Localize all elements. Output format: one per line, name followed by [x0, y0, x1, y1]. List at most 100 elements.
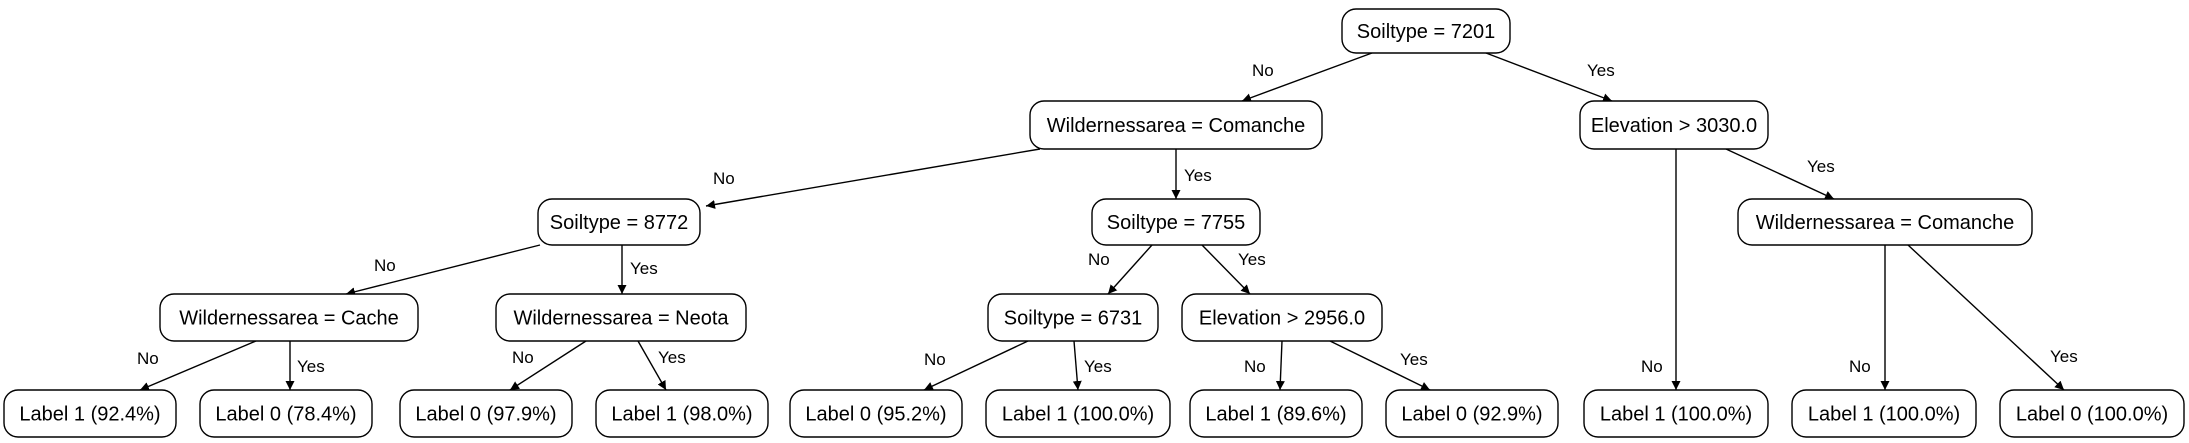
- node-box: [537, 198, 701, 246]
- condition-label: Soiltype = 6731: [1004, 308, 1142, 330]
- edge-label-yes: Yes: [1807, 157, 1835, 176]
- node-box: [1029, 100, 1323, 150]
- edge-arrow: [1725, 148, 1835, 200]
- edge-arrow: [705, 148, 1041, 209]
- decision-node: Wildernessarea = Neota: [495, 293, 747, 342]
- edge-label-yes: Yes: [630, 259, 658, 278]
- edge-label-yes: Yes: [1400, 350, 1428, 369]
- edge-arrow: [345, 244, 541, 297]
- leaf-label: Label 0 (95.2%): [805, 404, 946, 426]
- decision-node: Elevation > 3030.0: [1579, 100, 1769, 150]
- condition-label: Wildernessarea = Comanche: [1756, 212, 2014, 234]
- node-box: [3, 389, 177, 438]
- node-box: [159, 293, 419, 342]
- node-box: [987, 293, 1159, 342]
- leaf-label: Label 0 (100.0%): [2016, 404, 2168, 426]
- edge-label-no: No: [1641, 357, 1663, 376]
- node-box: [1181, 293, 1383, 342]
- leaf-node: Label 1 (100.0%): [985, 389, 1171, 438]
- edge-arrow: [637, 340, 667, 391]
- edge-label-no: No: [713, 169, 735, 188]
- leaf-node: Label 1 (98.0%): [595, 389, 769, 438]
- node-box: [399, 389, 573, 438]
- condition-label: Soiltype = 7201: [1357, 21, 1495, 43]
- edge-label-no: No: [924, 350, 946, 369]
- condition-label: Wildernessarea = Comanche: [1047, 115, 1305, 137]
- node-box: [199, 389, 373, 438]
- leaf-label: Label 1 (100.0%): [1600, 404, 1752, 426]
- edge-label-yes: Yes: [1587, 61, 1615, 80]
- leaf-label: Label 0 (97.9%): [415, 404, 556, 426]
- edge-label-no: No: [1088, 250, 1110, 269]
- edge-label-no: No: [137, 349, 159, 368]
- edge-label-no: No: [1244, 357, 1266, 376]
- decision-node: Wildernessarea = Comanche: [1029, 100, 1323, 150]
- condition-label: Elevation > 3030.0: [1591, 115, 1757, 137]
- leaf-label: Label 0 (78.4%): [215, 404, 356, 426]
- node-box: [495, 293, 747, 342]
- edge-arrow: [1907, 244, 2065, 391]
- node-box: [1583, 389, 1769, 438]
- decision-node: Wildernessarea = Comanche: [1737, 198, 2033, 246]
- condition-label: Soiltype = 8772: [550, 212, 688, 234]
- edge-arrow: [1329, 340, 1431, 391]
- edge-label-no: No: [1252, 61, 1274, 80]
- node-box: [1999, 389, 2185, 438]
- leaf-node: Label 1 (92.4%): [3, 389, 177, 438]
- node-box: [1385, 389, 1559, 438]
- leaf-label: Label 1 (89.6%): [1205, 404, 1346, 426]
- node-box: [789, 389, 963, 438]
- node-box: [1341, 8, 1511, 54]
- decision-node: Soiltype = 7201: [1341, 8, 1511, 54]
- edge-label-yes: Yes: [658, 348, 686, 367]
- node-box: [1189, 389, 1363, 438]
- leaf-node: Label 0 (95.2%): [789, 389, 963, 438]
- leaf-label: Label 0 (92.9%): [1401, 404, 1542, 426]
- edge-arrow: [1485, 52, 1613, 103]
- edge-label-no: No: [512, 348, 534, 367]
- leaf-node: Label 0 (92.9%): [1385, 389, 1559, 438]
- edge-arrow: [1241, 52, 1373, 103]
- node-box: [1091, 198, 1261, 246]
- decision-node: Elevation > 2956.0: [1181, 293, 1383, 342]
- edge-label-no: No: [1849, 357, 1871, 376]
- node-box: [595, 389, 769, 438]
- edge-label-no: No: [374, 256, 396, 275]
- leaf-node: Label 1 (89.6%): [1189, 389, 1363, 438]
- decision-node: Soiltype = 8772: [537, 198, 701, 246]
- node-box: [1737, 198, 2033, 246]
- edge-arrow: [923, 340, 1029, 391]
- edge-label-yes: Yes: [1084, 357, 1112, 376]
- node-box: [985, 389, 1171, 438]
- leaf-node: Label 1 (100.0%): [1583, 389, 1769, 438]
- condition-label: Elevation > 2956.0: [1199, 308, 1365, 330]
- edge-arrow: [509, 340, 587, 391]
- edge-arrow: [1072, 340, 1082, 391]
- leaf-label: Label 1 (100.0%): [1002, 404, 1154, 426]
- decision-node: Wildernessarea = Cache: [159, 293, 419, 342]
- decision-node: Soiltype = 7755: [1091, 198, 1261, 246]
- decision-node: Soiltype = 6731: [987, 293, 1159, 342]
- node-box: [1791, 389, 1977, 438]
- edge-label-yes: Yes: [297, 357, 325, 376]
- node-box: [1579, 100, 1769, 150]
- edge-label-yes: Yes: [1184, 166, 1212, 185]
- leaf-label: Label 1 (98.0%): [611, 404, 752, 426]
- edge-label-yes: Yes: [1238, 250, 1266, 269]
- leaf-node: Label 0 (100.0%): [1999, 389, 2185, 438]
- condition-label: Wildernessarea = Cache: [179, 308, 399, 330]
- edge-label-yes: Yes: [2050, 347, 2078, 366]
- condition-label: Soiltype = 7755: [1107, 212, 1245, 234]
- edge-arrow: [139, 340, 257, 391]
- condition-label: Wildernessarea = Neota: [513, 308, 729, 330]
- edge-arrow: [1201, 244, 1251, 295]
- leaf-node: Label 0 (78.4%): [199, 389, 373, 438]
- edge-arrow: [1275, 340, 1285, 391]
- leaf-label: Label 1 (92.4%): [19, 404, 160, 426]
- leaf-node: Label 0 (97.9%): [399, 389, 573, 438]
- edge-arrow: [1107, 244, 1153, 295]
- leaf-node: Label 1 (100.0%): [1791, 389, 1977, 438]
